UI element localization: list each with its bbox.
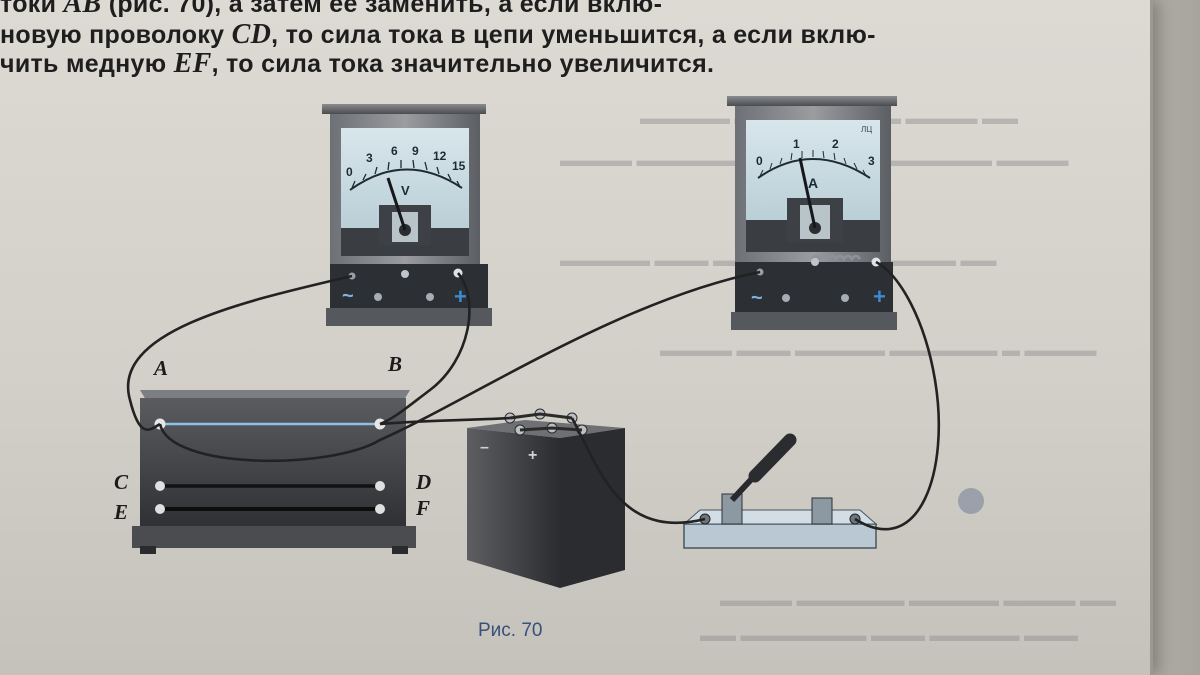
board-body xyxy=(140,398,406,528)
voltmeter-scale-label: 3 xyxy=(366,151,373,165)
question-marker-icon xyxy=(958,488,984,514)
voltmeter-minus-sign: ~ xyxy=(342,285,354,307)
battery-plus-sign: + xyxy=(528,447,537,464)
text-line-3: чить медную EF, то сила тока значительно… xyxy=(0,48,715,79)
wire-battery-to-switch xyxy=(570,417,706,525)
wire-a-to-ammeter xyxy=(158,270,761,463)
ammeter-minus-sign: ~ xyxy=(751,287,763,309)
voltmeter-ticks xyxy=(351,159,461,189)
voltmeter-lid xyxy=(322,104,486,114)
voltmeter: 0 3 6 9 12 15 V ~ + xyxy=(322,104,492,326)
voltmeter-unit: V xyxy=(401,183,410,198)
label-f: F xyxy=(416,496,431,520)
battery-minus-sign: – xyxy=(480,439,489,456)
voltmeter-scale-label: 0 xyxy=(346,165,353,179)
wire-voltmeter-to-a xyxy=(126,274,353,431)
wire-b-to-battery xyxy=(379,416,511,426)
battery-front xyxy=(467,428,560,588)
ammeter-plus-sign: + xyxy=(873,284,886,309)
voltmeter-scale-label: 15 xyxy=(452,159,466,173)
voltmeter-plus-sign: + xyxy=(454,284,467,309)
wire-voltmeter-to-b xyxy=(379,272,471,426)
terminal-f xyxy=(375,504,385,514)
circuit-illustration: 0 3 6 9 12 15 V ~ + xyxy=(126,96,941,588)
ammeter-scale-label: 2 xyxy=(832,137,839,151)
ammeter-ticks xyxy=(759,150,867,177)
label-c: C xyxy=(114,470,129,494)
text-line-1: токи AB (рис. 70), а затем её заменить, … xyxy=(0,0,663,19)
ammeter: ЛЦ 0 1 2 3 A xyxy=(727,96,897,330)
label-e: E xyxy=(114,500,129,524)
label-a: A xyxy=(154,356,169,380)
ammeter-scale-label: 0 xyxy=(756,154,763,168)
voltmeter-scale-arc xyxy=(349,168,463,191)
wire-board xyxy=(132,390,416,554)
figure-caption: Рис. 70 xyxy=(478,620,543,641)
ammeter-scale-label: 1 xyxy=(793,137,800,151)
textbook-page: ▬▬ ▬▬▬▬ ▬▬▬ ▬▬▬▬▬▬ ▬▬▬▬▬ ▬▬▬▬ ▬▬▬▬▬▬▬ ▬▬… xyxy=(0,0,1153,675)
switch-handle xyxy=(748,433,797,483)
label-b: B xyxy=(388,352,403,376)
voltmeter-needle xyxy=(386,177,407,231)
ammeter-scale-label: 3 xyxy=(868,154,875,168)
ammeter-scale-arc xyxy=(757,158,871,179)
terminal-c xyxy=(155,481,165,491)
battery: – + xyxy=(467,408,625,588)
terminal-d xyxy=(375,481,385,491)
knife-switch xyxy=(682,433,878,549)
voltmeter-scale-label: 9 xyxy=(412,144,419,158)
ammeter-corner-mark: ЛЦ xyxy=(861,125,872,134)
battery-side xyxy=(560,428,625,588)
voltmeter-scale-label: 6 xyxy=(391,144,398,158)
ammeter-lid xyxy=(727,96,897,106)
switch-base xyxy=(683,523,877,549)
ammeter-shunt-coil xyxy=(810,254,862,262)
terminal-e xyxy=(155,504,165,514)
voltmeter-scale-label: 12 xyxy=(433,149,447,163)
connecting-wires xyxy=(126,260,941,531)
wire-switch-to-ammeter xyxy=(854,260,941,531)
ammeter-needle xyxy=(798,157,817,229)
ammeter-unit: A xyxy=(808,175,818,191)
text-line-2: новую проволоку CD, то сила тока в цепи … xyxy=(0,19,876,50)
label-d: D xyxy=(416,470,432,494)
